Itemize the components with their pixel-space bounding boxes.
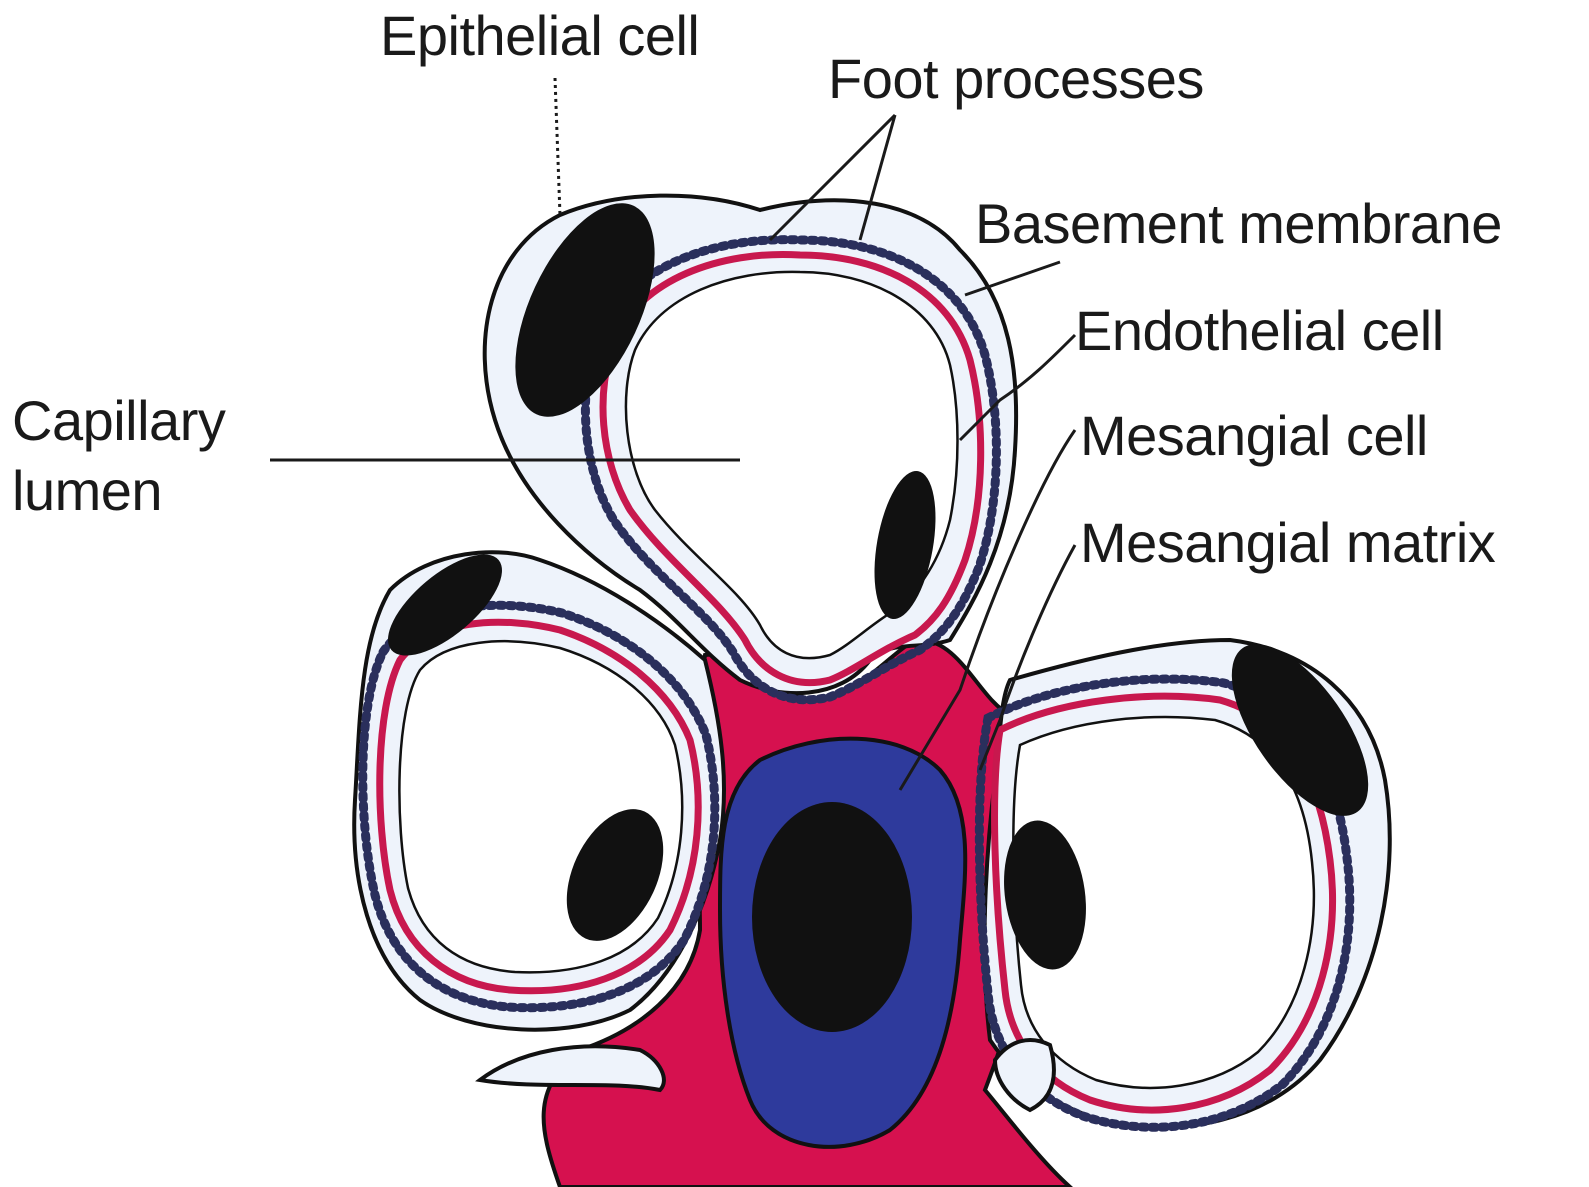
capillary-lumen-label-line1: Capillary [12, 389, 226, 452]
capillary-lumen-label-line2: lumen [12, 459, 162, 522]
mesangial-nucleus [752, 802, 912, 1032]
endothelial-cell-label: Endothelial cell [1075, 299, 1444, 362]
basement-membrane-label: Basement membrane [975, 192, 1502, 255]
lower-left-fragment [480, 1046, 664, 1090]
epithelial-cell-leader [555, 78, 560, 215]
left-capillary-lumen [399, 641, 682, 972]
mesangial-cell-label: Mesangial cell [1080, 404, 1428, 467]
epithelial-cell-label: Epithelial cell [380, 4, 699, 67]
mesangial-matrix-label: Mesangial matrix [1080, 511, 1496, 574]
foot-processes-label: Foot processes [828, 47, 1204, 110]
lower-right-fragment [995, 1040, 1054, 1110]
